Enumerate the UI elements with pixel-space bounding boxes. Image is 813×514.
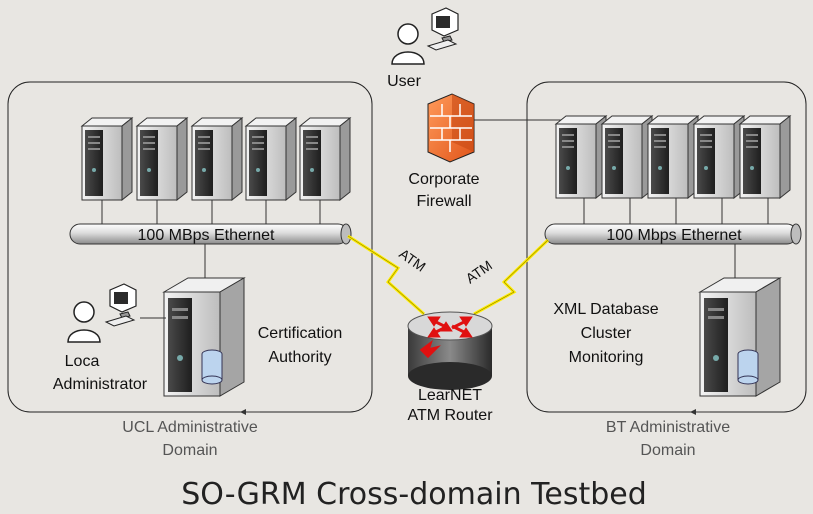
user-workstation-icon [427, 7, 459, 51]
certification-authority-server [163, 277, 245, 397]
left-server-links [101, 200, 321, 285]
bt-ethernet-label: 100 Mbps Ethernet [606, 227, 742, 244]
ucl-server-2 [136, 117, 188, 201]
xml-label-line1: XML Database [553, 301, 658, 318]
ca-label-line1: Certification [258, 325, 342, 342]
bt-ethernet-bus: 100 Mbps Ethernet [544, 223, 802, 245]
atm-link-left [347, 234, 425, 316]
bt-server-1 [555, 115, 607, 199]
xml-database-server [699, 277, 781, 397]
bt-domain-label-line2: Domain [640, 442, 695, 459]
atm-label-left: ATM [396, 245, 429, 274]
ca-label-line2: Authority [268, 349, 331, 366]
diagram-caption: SO-GRM Cross-domain Testbed [181, 477, 647, 512]
firewall-icon [427, 93, 475, 163]
bt-server-4 [693, 115, 745, 199]
bt-domain-label-line1: BT Administrative [606, 419, 730, 436]
local-admin-person-icon [67, 301, 101, 343]
ucl-server-4 [245, 117, 297, 201]
bt-server-3 [647, 115, 699, 199]
ucl-server-5 [299, 117, 351, 201]
bt-domain-arrowhead [690, 409, 696, 415]
ucl-domain-label-line2: Domain [162, 442, 217, 459]
atm-router-icon [407, 311, 493, 390]
atm-label-right: ATM [463, 257, 496, 286]
xml-label-line2: Cluster [581, 325, 632, 342]
ucl-domain-box [7, 81, 373, 413]
user-label: User [387, 73, 421, 90]
right-server-links [583, 198, 769, 285]
admin-label-line2: Administrator [53, 376, 148, 393]
ucl-domain-label-line1: UCL Administrative [122, 419, 258, 436]
atm-link-right-outline [473, 239, 549, 315]
bt-server-2 [601, 115, 653, 199]
admin-label-line1: Loca [65, 353, 100, 370]
atm-link-left-outline [347, 235, 425, 315]
ucl-ethernet-bus: 100 MBps Ethernet [69, 223, 352, 245]
user-person-icon [391, 23, 425, 65]
ucl-domain-arrowhead [240, 409, 246, 415]
firewall-label-line2: Firewall [416, 193, 471, 210]
router-label-line1: LearNET [418, 387, 482, 404]
xml-label-line3: Monitoring [569, 349, 644, 366]
firewall-label-line1: Corporate [408, 171, 479, 188]
bt-server-5 [739, 115, 791, 199]
bt-domain-box [526, 81, 807, 413]
ucl-ethernet-label: 100 MBps Ethernet [138, 227, 276, 244]
router-label-line2: ATM Router [407, 407, 493, 424]
local-admin-workstation-icon [105, 283, 137, 327]
ucl-server-3 [191, 117, 243, 201]
ucl-server-1 [81, 117, 133, 201]
